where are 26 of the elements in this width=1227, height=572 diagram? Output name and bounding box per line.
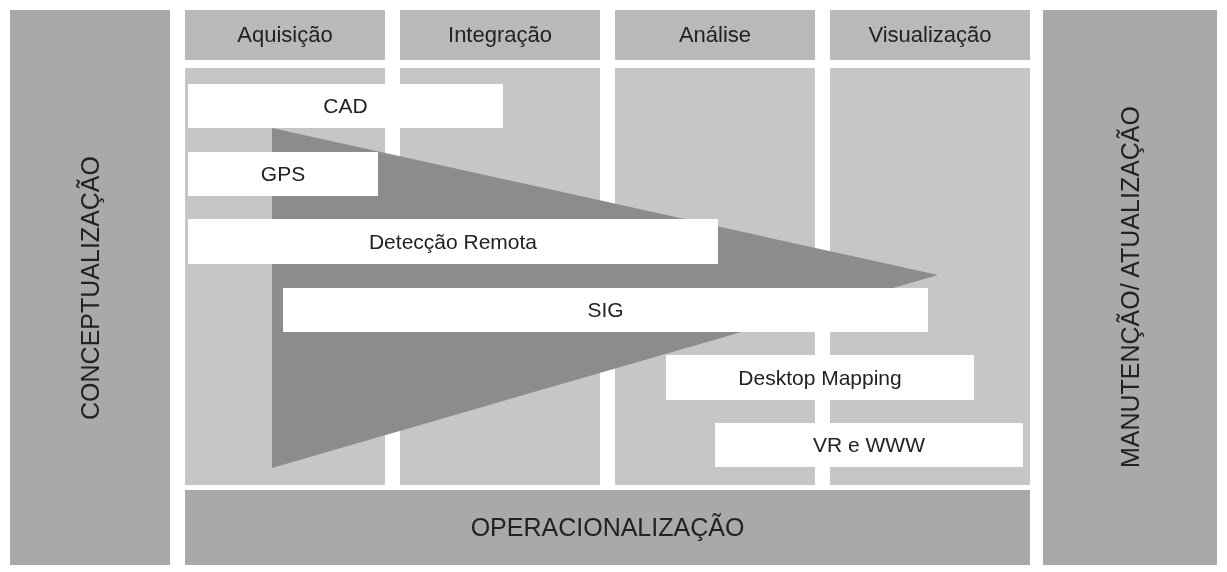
technology-bar xyxy=(188,219,718,264)
band-label: OPERACIONALIZAÇÃO xyxy=(470,514,745,541)
band-label: CONCEPTUALIZAÇÃO xyxy=(76,155,104,420)
header-label: Visualização xyxy=(868,22,992,48)
side-band xyxy=(1043,10,1217,565)
side-band xyxy=(10,10,170,565)
bar-label: Desktop Mapping xyxy=(738,365,902,390)
bar-label: SIG xyxy=(587,298,624,322)
column-header xyxy=(400,10,600,60)
column-header xyxy=(185,10,385,60)
technology-bar xyxy=(666,355,974,400)
technology-bar xyxy=(283,288,928,332)
bar-label: Detecção Remota xyxy=(368,229,538,254)
bar-label: VR e WWW xyxy=(813,433,925,457)
column-header xyxy=(830,10,1030,60)
technology-bar xyxy=(188,84,503,128)
bottom-band xyxy=(185,490,1030,565)
bar-label: GPS xyxy=(260,162,306,186)
technology-bar xyxy=(188,152,378,196)
band-label: MANUTENÇÃO/ ATUALIZAÇÃO xyxy=(1116,106,1144,469)
header-label: Aquisição xyxy=(237,22,333,48)
technology-bar xyxy=(715,423,1023,467)
header-label: Análise xyxy=(678,22,752,48)
column-header xyxy=(615,10,815,60)
bar-label: CAD xyxy=(323,94,368,118)
header-label: Integração xyxy=(448,22,552,48)
